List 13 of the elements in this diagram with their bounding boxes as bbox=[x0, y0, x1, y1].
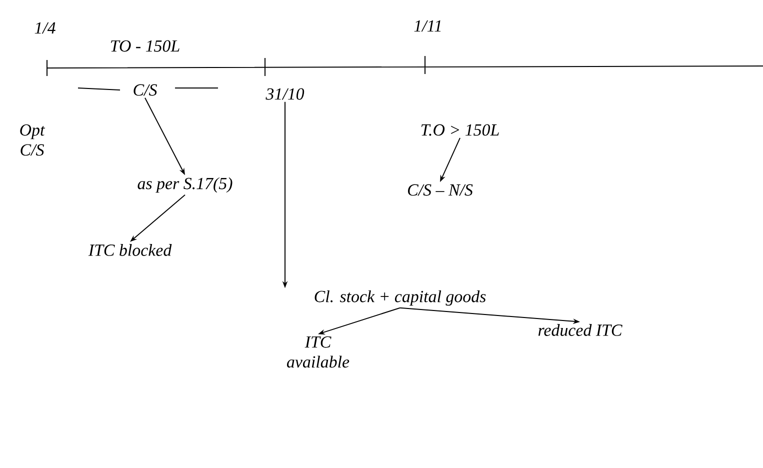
note-text: T.O > 150L bbox=[421, 124, 499, 136]
timeline-label: TO - 150L bbox=[110, 40, 180, 52]
note-text: ITC available bbox=[287, 336, 350, 368]
note-text: Cl. stock + capital goods bbox=[314, 290, 486, 306]
timeline-label: 1/11 bbox=[414, 20, 441, 32]
note-text: 31/10 bbox=[266, 88, 304, 100]
note-text: C/S – N/S bbox=[408, 184, 473, 196]
note-text: C/S bbox=[134, 84, 157, 96]
timeline-label: 1/4 bbox=[34, 22, 56, 34]
note-text: reduced ITC bbox=[538, 324, 622, 336]
note-text: Opt C/S bbox=[20, 124, 46, 156]
note-text: ITC blocked bbox=[88, 244, 172, 256]
note-text: as per S.17(5) bbox=[138, 177, 232, 193]
